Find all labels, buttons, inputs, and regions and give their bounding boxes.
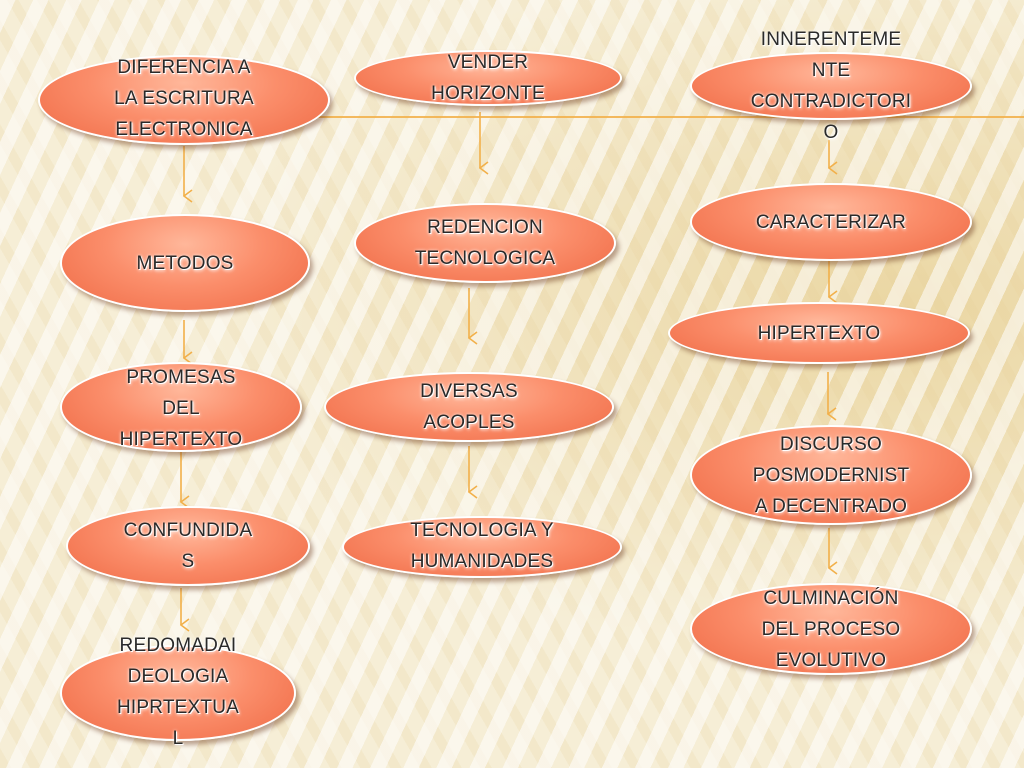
node-promesas [60,362,302,452]
label-diferencia: DIFERENCIA A LA ESCRITURA ELECTRONICA [114,56,254,140]
node-vender [354,50,622,106]
label-confundidas: CONFUNDIDA S [123,520,253,572]
label-innerente: INNERENTEME NTE CONTRADICTORI O [750,29,912,143]
node-discurso [690,425,972,525]
node-redencion [354,203,616,283]
node-innerente [690,52,972,120]
node-diversas [324,372,614,442]
node-tecnologia [342,516,622,578]
label-diversas: DIVERSAS ACOPLES [420,381,518,433]
label-culminacion: CULMINACIÓN DEL PROCESO EVOLUTIVO [761,587,901,671]
label-caracterizar: CARACTERIZAR [755,211,907,233]
label-hipertexto: HIPERTEXTO [757,322,881,344]
node-caracterizar [690,183,972,261]
node-redomada [60,645,296,741]
node-confundidas [66,506,310,586]
label-discurso: DISCURSO POSMODERNIST A DECENTRADO [752,433,910,517]
label-redomada: REDOMADAI DEOLOGIA HIPRTEXTUA L [116,635,239,749]
node-culminacion [690,583,972,675]
node-metodos [60,214,310,312]
label-metodos: METODOS [136,252,234,274]
label-tecnologia: TECNOLOGIA Y HUMANIDADES [410,520,554,572]
label-redencion: REDENCION TECNOLOGICA [414,217,556,269]
label-vender: VENDER HORIZONTE [431,52,545,104]
label-promesas: PROMESAS DEL HIPERTEXTO [119,366,243,450]
node-hipertexto [668,302,970,364]
node-diferencia [38,55,330,145]
